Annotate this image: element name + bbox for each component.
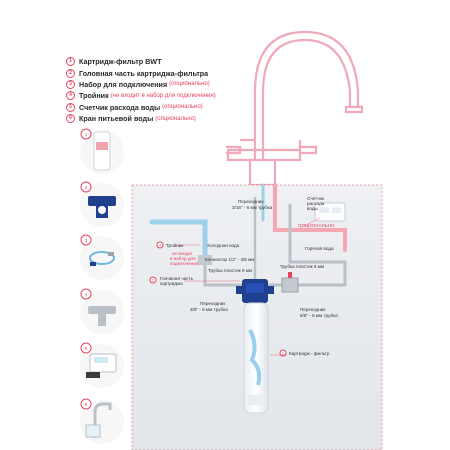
legend: 1 Картридж-фильтр BWT 2 Головная часть к… <box>66 56 286 124</box>
legend-item: 3 Набор для подключения (опционально) <box>66 79 286 90</box>
thumb-filter-head <box>80 183 124 227</box>
label-connector: Коннектор 1/2" - 3/8 мм <box>205 257 254 262</box>
filter-cartridge <box>243 302 269 414</box>
label-meter-1: Счетчик <box>307 196 325 201</box>
thumb-cartridge <box>80 130 124 174</box>
legend-item: 2 Головная часть картриджа-фильтра <box>66 67 286 78</box>
legend-item: 6 Кран питьевой воды (опционально) <box>66 113 286 124</box>
thumbnail-markers: 1 2 3 4 5 6 <box>80 128 92 410</box>
marker-text: 5 <box>85 346 88 351</box>
legend-item: 1 Картридж-фильтр BWT <box>66 56 286 67</box>
diagram-labels: Переходник 3/16" - 6 мм трубка Счетчик р… <box>149 196 338 357</box>
label-tee-note-3: подключения <box>170 261 199 266</box>
label-tube-left: Трубка пластик 8 мм <box>208 268 252 273</box>
tee-fitting <box>198 255 212 265</box>
marker-text: 2 <box>85 185 88 190</box>
thumbnails <box>80 130 124 444</box>
thumb-connection-kit <box>80 236 124 280</box>
label-tee-note-1: не входит <box>172 251 194 256</box>
label-meter-optional: ОПЦИОНАЛЬНО <box>298 223 335 228</box>
marker-text: 6 <box>85 402 88 407</box>
label-cold-water: Холодная вода <box>207 243 240 248</box>
legend-text: Картридж-фильтр BWT <box>79 57 162 67</box>
legend-number: 4 <box>66 91 75 101</box>
marker-text: 1 <box>282 352 284 356</box>
label-head-1: Головная часть <box>160 276 194 281</box>
legend-text: Головная часть картриджа-фильтра <box>79 68 209 78</box>
legend-text: Набор для подключения <box>79 79 168 89</box>
faucet-icon <box>226 30 364 187</box>
label-adapter-right-2: 6/8" - 6 мм трубка <box>300 313 338 318</box>
water-meter <box>314 202 346 222</box>
legend-number: 6 <box>66 114 75 124</box>
label-meter-2: расхода <box>307 201 325 206</box>
pipes <box>149 183 347 292</box>
label-cartridge: Картридж - фильтр <box>289 351 330 356</box>
marker-text: 1 <box>85 132 88 137</box>
legend-item: 5 Счетчик расхода воды (опционально) <box>66 102 286 113</box>
legend-note: (не входит в набор для подключения) <box>110 92 216 99</box>
label-adapter-left-1: Переходник <box>200 301 226 306</box>
thumb-tee <box>80 290 124 334</box>
marker-text: 2 <box>152 279 154 283</box>
label-head-2: картриджа <box>160 281 183 286</box>
legend-note: (опционально) <box>155 115 196 122</box>
legend-item: 4 Тройник (не входит в набор для подключ… <box>66 90 286 101</box>
legend-number: 3 <box>66 79 75 89</box>
legend-note: (опционально) <box>169 81 210 88</box>
label-hot-water: Горячая вода <box>305 246 334 251</box>
thumb-meter <box>80 344 124 388</box>
label-tube-right: Трубка пластик 6 мм <box>280 264 324 269</box>
marker-text: 3 <box>85 238 88 243</box>
label-adapter-top-sub: 3/16" - 6 мм трубка <box>232 205 273 210</box>
legend-number: 2 <box>66 68 75 78</box>
legend-number: 1 <box>66 57 75 67</box>
label-adapter-top: Переходник <box>238 199 264 204</box>
label-adapter-right-1: Переходник <box>300 307 326 312</box>
legend-note: (опционально) <box>162 104 203 111</box>
filter-head <box>236 279 274 303</box>
legend-number: 5 <box>66 102 75 112</box>
label-tee-note-2: в набор для <box>170 256 196 261</box>
legend-text: Кран питьевой воды <box>79 114 154 124</box>
legend-text: Тройник <box>79 91 109 101</box>
thumb-tap <box>80 400 124 444</box>
shutoff-valve <box>281 272 299 293</box>
marker-text: 4 <box>85 292 88 297</box>
marker-text: 4 <box>159 244 161 248</box>
label-adapter-left-2: 3/8" - 8 мм трубка <box>190 307 228 312</box>
label-meter-3: воды <box>307 206 318 211</box>
legend-text: Счетчик расхода воды <box>79 102 161 112</box>
